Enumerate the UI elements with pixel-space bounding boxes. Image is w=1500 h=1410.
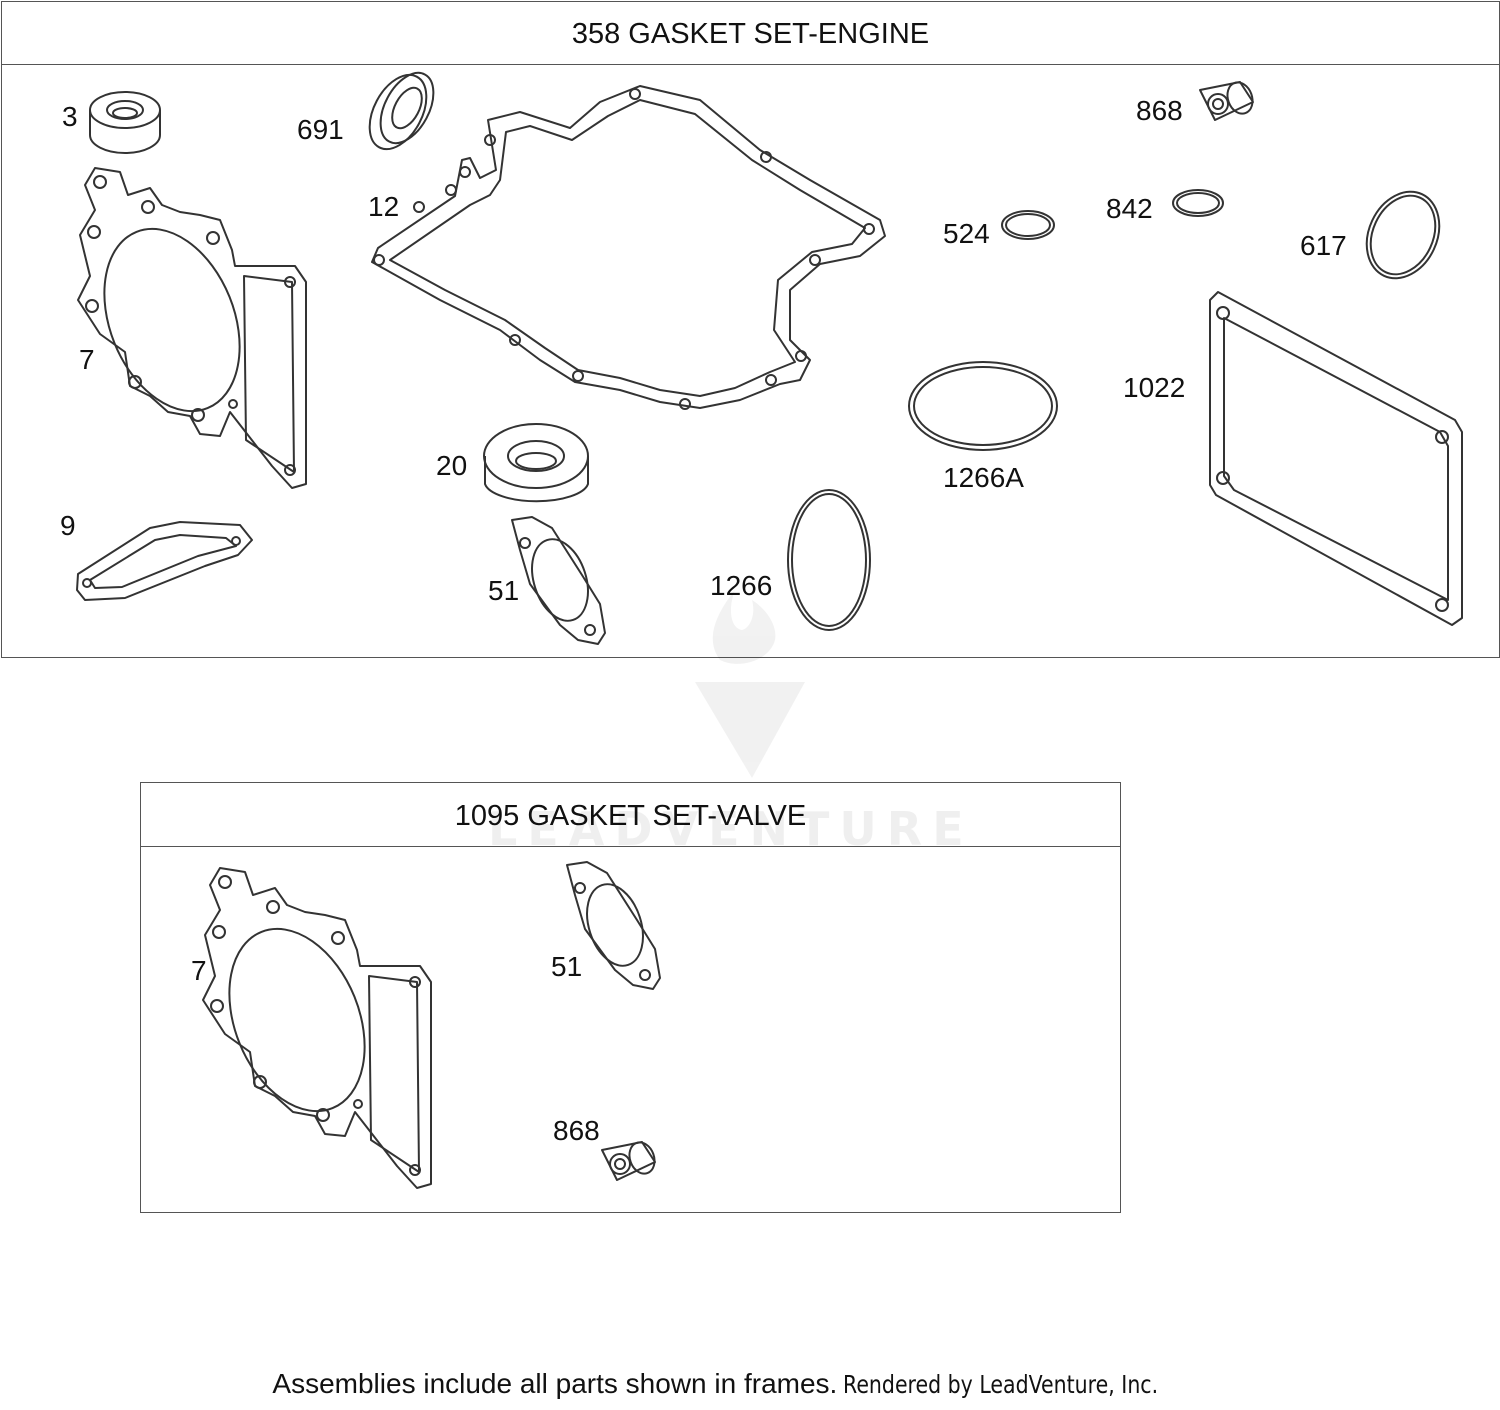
- callout-1266: 1266: [710, 570, 773, 601]
- callout-12: 12: [368, 191, 400, 222]
- footer: Assemblies include all parts shown in fr…: [0, 1368, 1500, 1400]
- callout-3: 3: [62, 101, 78, 132]
- callout-1022: 1022: [1123, 372, 1186, 403]
- frame-gasket-set-valve: 1095 GASKET SET-VALVE: [140, 782, 1121, 1213]
- callout-524: 524: [943, 218, 990, 249]
- callout-valve-868: 868: [553, 1115, 600, 1146]
- callout-7: 7: [79, 344, 95, 375]
- callout-1266a: 1266A: [943, 462, 1024, 493]
- callout-842: 842: [1106, 193, 1153, 224]
- callout-51: 51: [488, 575, 520, 606]
- callout-20: 20: [436, 450, 468, 481]
- footer-credit: Rendered by LeadVenture, Inc.: [843, 1370, 1159, 1399]
- frame-title-valve: 1095 GASKET SET-VALVE: [141, 783, 1120, 847]
- watermark-logo: [695, 590, 805, 778]
- callout-691: 691: [297, 114, 344, 145]
- callout-valve-51: 51: [551, 951, 583, 982]
- callout-valve-7: 7: [191, 955, 207, 986]
- frame-title-engine: 358 GASKET SET-ENGINE: [2, 2, 1499, 65]
- footer-note: Assemblies include all parts shown in fr…: [272, 1368, 838, 1399]
- callout-617: 617: [1300, 230, 1347, 261]
- callout-868: 868: [1136, 95, 1183, 126]
- watermark-text: LEADVENTURE: [488, 802, 974, 856]
- callout-9: 9: [60, 510, 76, 541]
